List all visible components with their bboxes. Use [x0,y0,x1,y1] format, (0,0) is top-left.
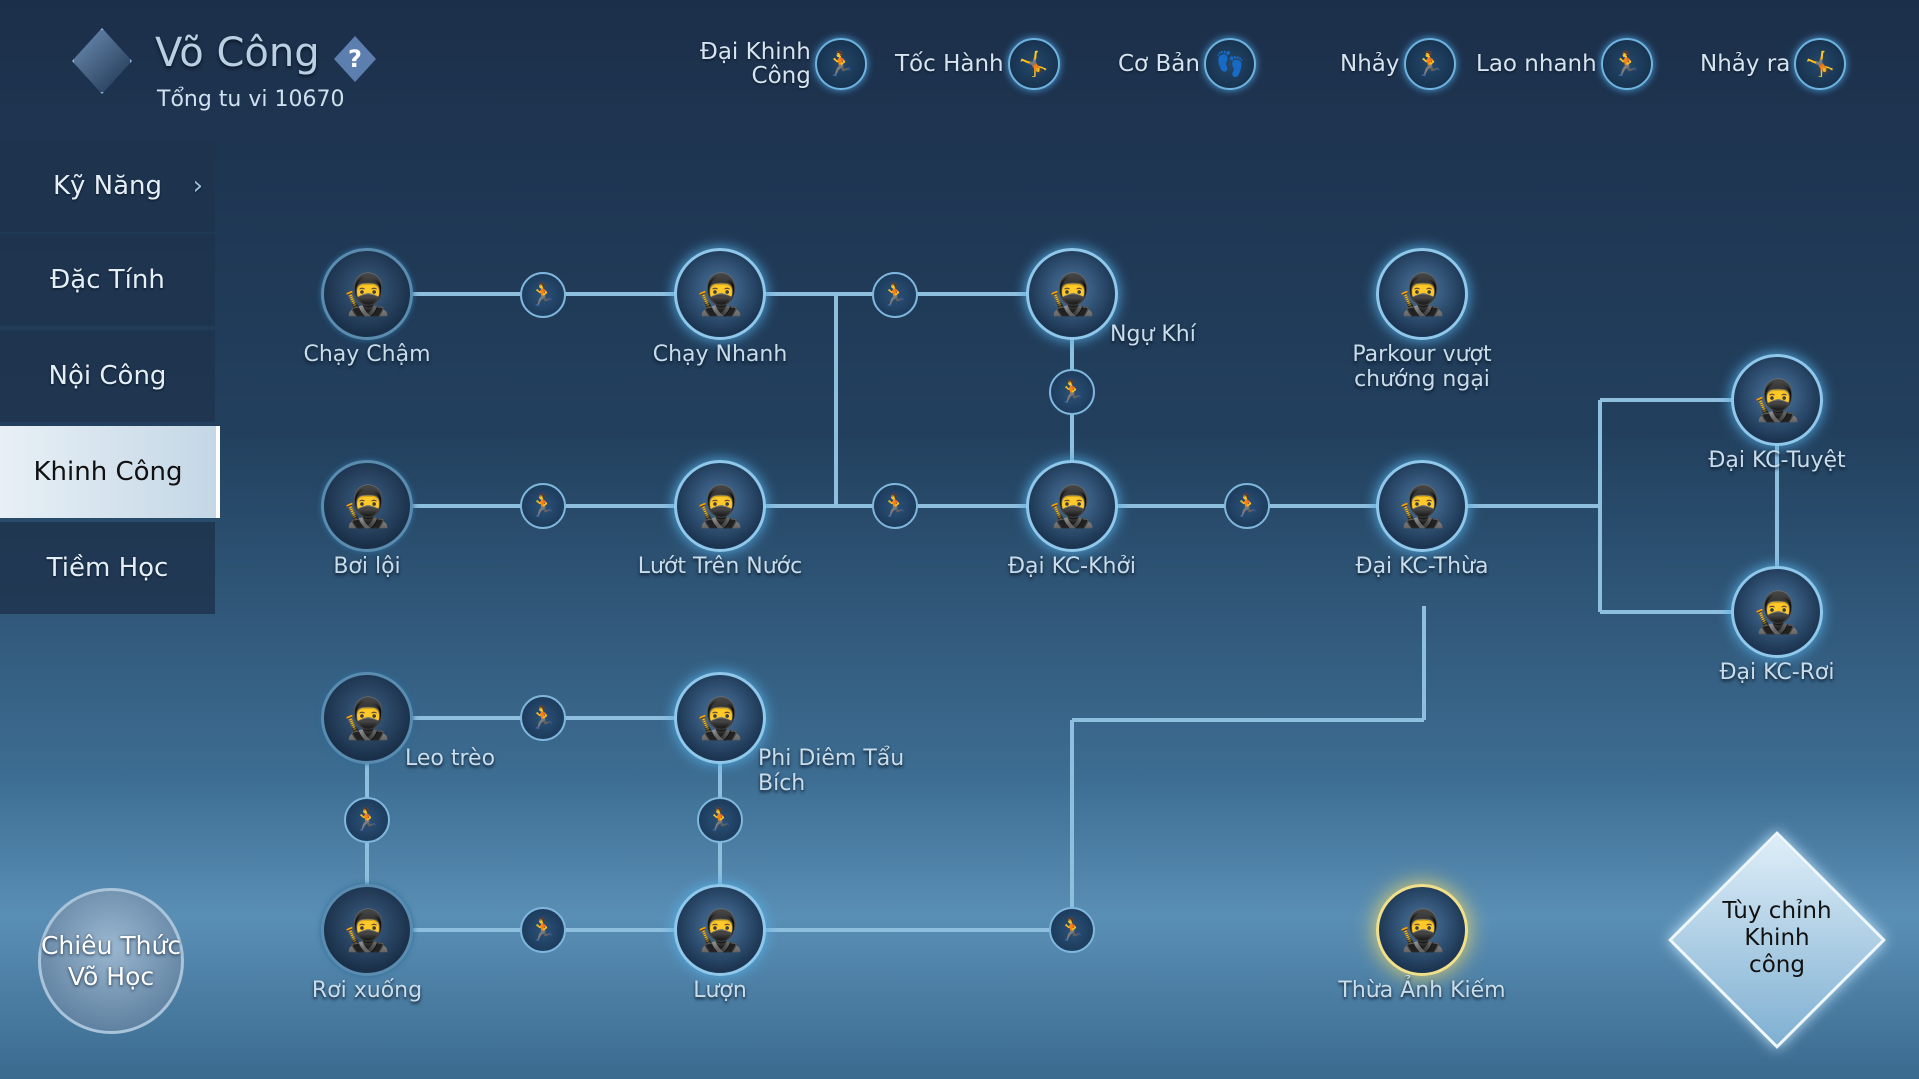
skill-label: Rơi xuống [311,978,423,1003]
skill-label: Lướt Trên Nước [637,554,803,579]
skill-label: Thừa Ảnh Kiếm [1338,978,1506,1003]
nhay-icon: 🏃 [1403,38,1456,90]
upgrade-link-icon[interactable]: 🏃 [520,483,566,529]
skill-node-boi-loi[interactable]: 🥷 [321,460,413,552]
top-tab-nhay-ra[interactable]: Nhảy ra🤸 [1700,36,1847,92]
sidebar-item-label: Tiềm Học [46,553,169,583]
chieu-thuc-label: Chiêu Thức Võ Học [40,931,182,991]
skill-label: Ngự Khí [1110,322,1196,347]
co-ban-icon: 👣 [1203,38,1256,90]
toc-hanh-icon: 🤸 [1007,38,1060,90]
skill-label: Đại KC-Khởi [1007,554,1137,579]
skill-node-dai-kc-tuyet[interactable]: 🥷 [1731,354,1823,446]
skill-label: Leo trèo [405,746,496,771]
chay-cham-icon: 🥷 [342,271,392,318]
skill-label: Đại KC-Rơi [1719,660,1835,685]
skill-node-phi-diem[interactable]: 🥷 [674,672,766,764]
skill-node-dai-kc-roi[interactable]: 🥷 [1731,566,1823,658]
skill-label: Parkour vượt chướng ngại [1352,342,1492,392]
upgrade-link-icon[interactable]: 🏃 [697,797,743,843]
upgrade-link-icon[interactable]: 🏃 [872,483,918,529]
thua-anh-kiem-icon: 🥷 [1397,907,1447,954]
nhay-ra-icon: 🤸 [1794,38,1847,90]
lao-nhanh-icon: 🏃 [1600,38,1653,90]
top-tab-dai-khinh-cong[interactable]: Đại Khinh Công🏃 [700,36,867,92]
top-tab-co-ban[interactable]: Cơ Bản👣 [1118,36,1256,92]
ngu-khi-icon: 🥷 [1047,271,1097,318]
skill-node-dai-kc-khoi[interactable]: 🥷 [1026,460,1118,552]
skill-node-luon[interactable]: 🥷 [674,884,766,976]
skill-node-dai-kc-thua[interactable]: 🥷 [1376,460,1468,552]
upgrade-link-icon[interactable]: 🏃 [344,797,390,843]
top-tab-label: Tốc Hành [895,51,1004,77]
sidebar-item-0[interactable]: Kỹ Năng › [0,140,215,232]
sidebar-item-1[interactable]: Đặc Tính [0,234,215,326]
skill-label: Chạy Nhanh [652,342,788,367]
skill-label: Đại KC-Tuyệt [1708,448,1846,473]
parkour-icon: 🥷 [1397,271,1447,318]
top-tab-label: Đại Khinh Công [700,39,811,89]
top-tab-label: Nhảy ra [1700,51,1791,77]
sidebar-item-3[interactable]: Khinh Công [0,426,220,518]
sidebar-item-label: Kỹ Năng [52,171,163,201]
dai-kc-thua-icon: 🥷 [1397,483,1447,530]
skill-label: Lượn [693,978,747,1003]
sidebar-item-label: Khinh Công [33,457,183,487]
chevron-right-icon: › [192,171,203,201]
skill-node-parkour[interactable]: 🥷 [1376,248,1468,340]
skill-node-leo-treo[interactable]: 🥷 [321,672,413,764]
boi-loi-icon: 🥷 [342,483,392,530]
skill-label: Phi Diêm Tẩu Bích [758,746,905,796]
sidebar-item-4[interactable]: Tiềm Học [0,522,215,614]
upgrade-link-icon[interactable]: 🏃 [520,907,566,953]
sidebar-item-2[interactable]: Nội Công [0,330,215,422]
skill-label: Chạy Chậm [303,342,431,367]
upgrade-link-icon[interactable]: 🏃 [872,272,918,318]
skill-node-thua-anh-kiem[interactable]: 🥷 [1376,884,1468,976]
chay-nhanh-icon: 🥷 [695,271,745,318]
upgrade-link-icon[interactable]: 🏃 [1049,907,1095,953]
upgrade-link-icon[interactable]: 🏃 [520,695,566,741]
luon-icon: 🥷 [695,907,745,954]
dai-kc-roi-icon: 🥷 [1752,589,1802,636]
top-tab-label: Nhảy [1340,51,1400,77]
customize-khinh-cong-label: Tùy chỉnh Khinh công [1722,898,1832,978]
dai-khinh-cong-icon: 🏃 [814,38,867,90]
top-tab-lao-nhanh[interactable]: Lao nhanh🏃 [1476,36,1653,92]
skill-node-chay-nhanh[interactable]: 🥷 [674,248,766,340]
upgrade-link-icon[interactable]: 🏃 [1049,369,1095,415]
top-tab-label: Cơ Bản [1118,51,1200,77]
sidebar-item-label: Nội Công [48,361,167,391]
skill-node-ngu-khi[interactable]: 🥷 [1026,248,1118,340]
dai-kc-khoi-icon: 🥷 [1047,483,1097,530]
skill-node-luot-tren-nuoc[interactable]: 🥷 [674,460,766,552]
skill-node-roi-xuong[interactable]: 🥷 [321,884,413,976]
upgrade-link-icon[interactable]: 🏃 [520,272,566,318]
page-title: Võ Công [155,30,320,76]
skill-label: Bơi lội [333,554,401,579]
top-tab-label: Lao nhanh [1476,51,1597,77]
sidebar-item-label: Đặc Tính [50,265,165,295]
phi-diem-icon: 🥷 [695,695,745,742]
roi-xuong-icon: 🥷 [342,907,392,954]
top-tab-toc-hanh[interactable]: Tốc Hành🤸 [895,36,1060,92]
total-cultivation: Tổng tu vi 10670 [157,87,345,112]
dai-kc-tuyet-icon: 🥷 [1752,377,1802,424]
leo-treo-icon: 🥷 [342,695,392,742]
skill-label: Đại KC-Thừa [1355,554,1489,579]
upgrade-link-icon[interactable]: 🏃 [1224,483,1270,529]
skill-node-chay-cham[interactable]: 🥷 [321,248,413,340]
chieu-thuc-vo-hoc-button[interactable]: Chiêu Thức Võ Học [38,888,184,1034]
top-tab-nhay[interactable]: Nhảy🏃 [1340,36,1456,92]
luot-tren-nuoc-icon: 🥷 [695,483,745,530]
